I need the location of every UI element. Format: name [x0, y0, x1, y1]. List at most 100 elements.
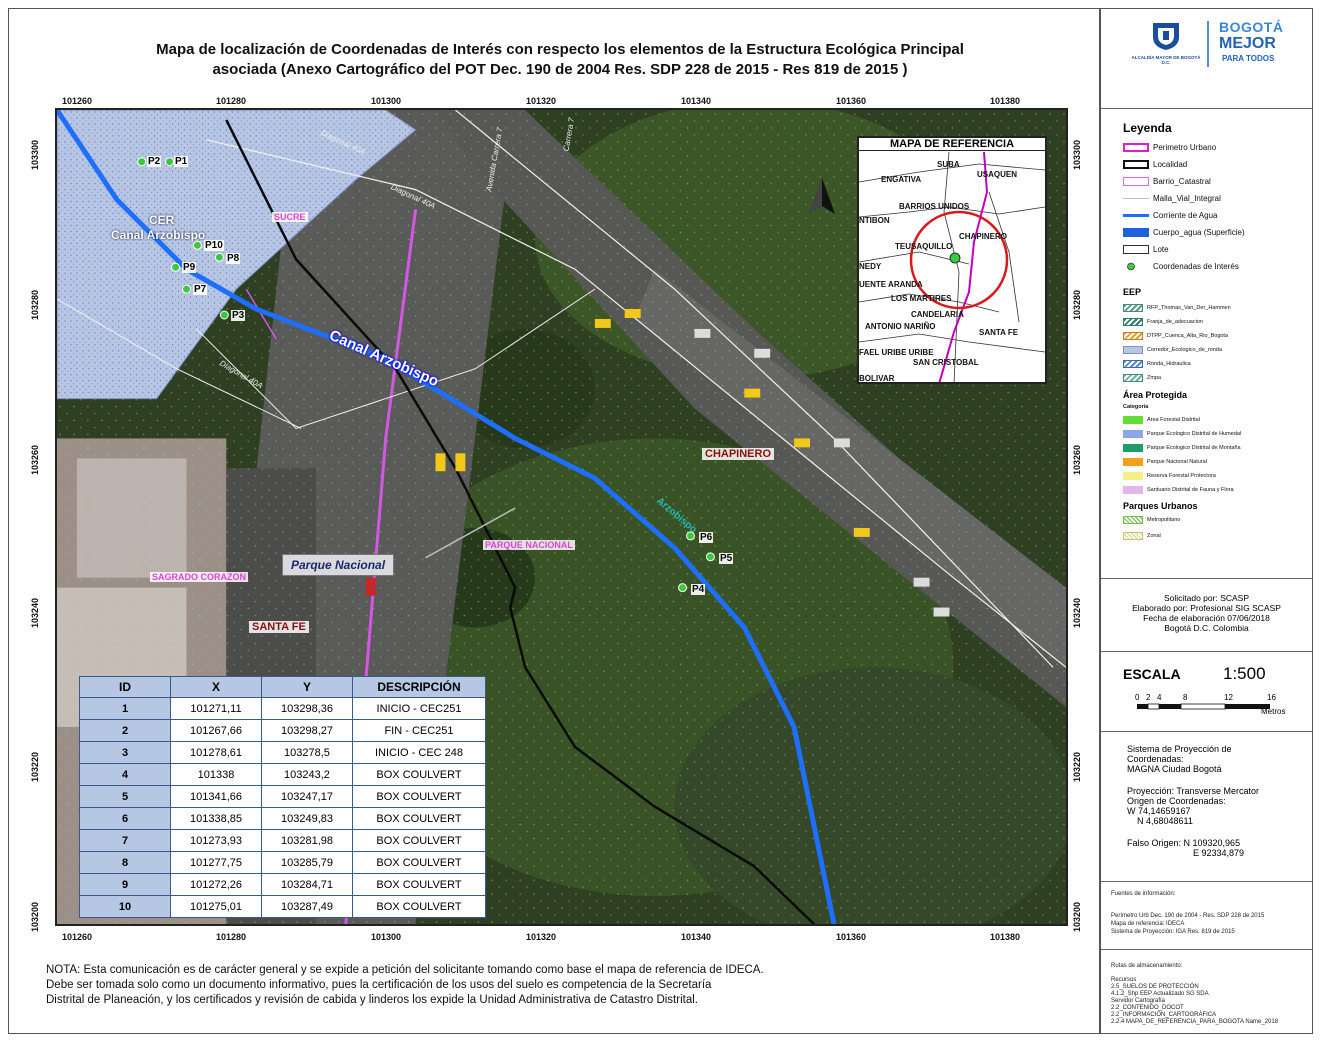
y-tick-right: 103200: [1072, 901, 1083, 933]
legend-item: Lote: [1123, 245, 1169, 254]
legend-symbol: [1123, 360, 1143, 368]
point-label[interactable]: P6: [699, 532, 714, 543]
label-sagrado-corazon: SAGRADO CORAZON: [150, 572, 248, 582]
point-label[interactable]: P9: [182, 262, 197, 273]
storage-title: Rutas de almacenamiento:: [1111, 963, 1183, 969]
legend-label: RFP_Thomas_Van_Der_Hammen: [1147, 305, 1231, 311]
alcaldia-label: ALCALDÍA MAYOR DE BOGOTÁ D.C.: [1131, 55, 1201, 65]
note-line: Debe ser tomada solo como un documento i…: [46, 979, 712, 991]
cell-id: 1: [79, 697, 171, 720]
x-tick-top: 101340: [681, 96, 712, 106]
legend-symbol: [1123, 318, 1143, 326]
legend-label: Lote: [1153, 245, 1169, 254]
cell-id: 7: [79, 829, 171, 852]
legend-symbol: [1123, 374, 1143, 382]
legend-block: Leyenda Perimetro Urbano Localidad Barri…: [1101, 109, 1312, 579]
cell-desc: INICIO - CEC 248: [352, 741, 486, 764]
legend-item: Coordenadas de Interés: [1123, 262, 1239, 271]
legend-symbol: [1123, 198, 1149, 199]
projection-line: Falso Origen: N 109320,965: [1127, 838, 1241, 848]
cell-id: 3: [79, 741, 171, 764]
legend-symbol: [1123, 228, 1149, 237]
legend-symbol: [1123, 516, 1143, 524]
legend-label: Area Forestal Distrital: [1147, 417, 1200, 423]
cell-x: 101338,85: [170, 807, 262, 830]
cell-desc: BOX COULVERT: [352, 785, 486, 808]
cell-desc: BOX COULVERT: [352, 895, 486, 918]
legend-item: Area Forestal Distrital: [1123, 416, 1200, 424]
legend-label: Parque Nacional Natural: [1147, 459, 1207, 465]
title-line-1: Mapa de localización de Coordenadas de I…: [156, 41, 964, 58]
ref-label: FAEL URIBE URIBE: [859, 348, 934, 357]
projection-line: E 92334,879: [1193, 848, 1245, 858]
point-label[interactable]: P4: [691, 584, 706, 595]
ref-label: NEDY: [859, 262, 882, 271]
legend-eep-title: EEP: [1123, 287, 1142, 297]
legend-symbol: [1123, 458, 1143, 466]
mejor-label: MEJOR: [1219, 35, 1276, 52]
legend-label: Zmpa: [1147, 375, 1162, 381]
cell-y: 103285,79: [261, 851, 353, 874]
projection-line: MAGNA Ciudad Bogotá: [1127, 764, 1222, 774]
scale-tick: 16: [1267, 693, 1276, 702]
sources-title: Fuentes de información:: [1111, 891, 1176, 897]
reference-map: MAPA DE REFERENCIA SUBA USAQUEN ENGATIVA…: [857, 136, 1047, 384]
legend-label: Perimetro Urbano: [1153, 143, 1217, 152]
cell-x: 101341,66: [170, 785, 262, 808]
col-id: ID: [79, 676, 171, 698]
sources-block: Fuentes de información: Perímetro Urb De…: [1101, 882, 1312, 950]
legend-symbol: [1123, 160, 1149, 169]
point-symbol-icon: [1127, 262, 1135, 271]
legend-item: Malla_Vial_Integral: [1123, 194, 1221, 203]
cell-desc: BOX COULVERT: [352, 873, 486, 896]
point-label[interactable]: P8: [226, 253, 241, 264]
x-tick-bottom: 101360: [836, 932, 867, 942]
projection-line: Sistema de Proyección de: [1127, 744, 1232, 754]
point-label[interactable]: P1: [174, 156, 189, 167]
credits-line: Bogotá D.C. Colombia: [1164, 623, 1249, 633]
sources-line: Perímetro Urb Dec. 190 de 2004 - Res. SD…: [1111, 913, 1265, 919]
cell-y: 103298,36: [261, 697, 353, 720]
cell-y: 103243,2: [261, 763, 353, 786]
point-label[interactable]: P2: [147, 156, 162, 167]
legend-label: Cuerpo_agua (Superficie): [1153, 228, 1245, 237]
x-tick-bottom: 101260: [62, 932, 93, 942]
projection-line: Proyección: Transverse Mercator: [1127, 786, 1260, 796]
bogota-label: BOGOTÁ: [1219, 19, 1284, 35]
legend-item: Zmpa: [1123, 374, 1161, 382]
sources-line: Mapa de referencia: IDECA: [1111, 921, 1185, 927]
legend-item: DTPP_Cuenca_Alta_Rio_Bogota: [1123, 332, 1228, 340]
scale-block: ESCALA 1:500 0 2 4 8 12 16 Metros: [1101, 652, 1312, 732]
legend-item: Ronda_Hidraulica: [1123, 360, 1191, 368]
scale-value: 1:500: [1223, 664, 1266, 683]
storage-line: 4.1.2_Shp EEP Actualizado SG SDA: [1111, 991, 1209, 997]
legend-item: Cuerpo_agua (Superficie): [1123, 228, 1245, 237]
legend-item: Metropolitano: [1123, 516, 1180, 524]
cell-x: 101275,01: [170, 895, 262, 918]
sources-line: Sistema de Proyección: IGA Res. 819 de 2…: [1111, 929, 1235, 935]
x-tick-top: 101300: [371, 96, 402, 106]
point-label[interactable]: P7: [193, 284, 208, 295]
legend-item: Barrio_Catastral: [1123, 177, 1211, 186]
y-tick-left: 103240: [30, 597, 41, 629]
map-canvas[interactable]: CER Canal Arzobispo Canal Arzobispo Arzo…: [55, 108, 1068, 926]
legend-item: RFP_Thomas_Van_Der_Hammen: [1123, 304, 1231, 312]
storage-line: 2.5_SUELOS DE PROTECCIÓN: [1111, 984, 1199, 990]
point-label[interactable]: P5: [719, 553, 734, 564]
cell-y: 103249,83: [261, 807, 353, 830]
x-tick-top: 101360: [836, 96, 867, 106]
aerial-image: [57, 110, 1066, 924]
legend-parques-title: Parques Urbanos: [1123, 501, 1198, 511]
point-label[interactable]: P3: [231, 310, 246, 321]
scale-bar: [1137, 703, 1270, 710]
ref-label: ANTONIO NARIÑO: [865, 322, 936, 331]
legend-item: Corredor_Ecologico_de_ronda: [1123, 346, 1222, 354]
ref-label: UENTE ARANDA: [859, 280, 923, 289]
point-label[interactable]: P10: [204, 240, 224, 251]
legend-label: DTPP_Cuenca_Alta_Rio_Bogota: [1147, 333, 1229, 339]
cell-desc: BOX COULVERT: [352, 807, 486, 830]
credits-line: Solicitado por: SCASP: [1163, 593, 1250, 603]
table-header-row: ID X Y DESCRIPCIÓN: [79, 676, 486, 698]
scale-tick: 8: [1183, 693, 1188, 702]
